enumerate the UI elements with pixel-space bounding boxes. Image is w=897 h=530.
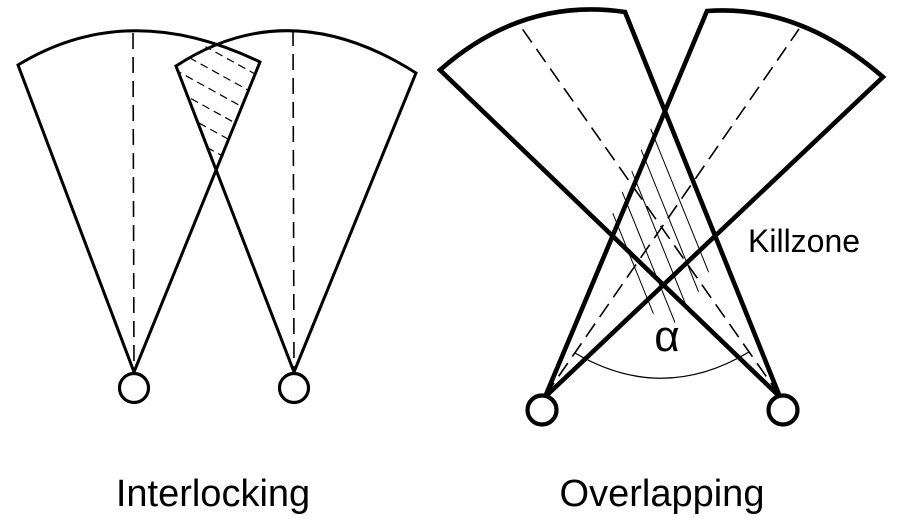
killzone-hatch-line <box>602 97 679 329</box>
killzone-hatch-line <box>618 97 715 329</box>
gun-position-marker <box>277 371 311 405</box>
overlap-hatch-line <box>174 106 262 161</box>
gun-position-marker <box>525 393 559 427</box>
interlocking-title: Interlocking <box>116 473 310 515</box>
overlap-hatch-line <box>174 66 262 121</box>
angle-alpha-label: α <box>654 312 679 361</box>
right-sector-axis-line <box>292 29 295 372</box>
interlocking-left-sector-outline <box>16 29 262 377</box>
angle-alpha-arc <box>574 351 750 379</box>
overlapping-panel: Killzone α Overlapping <box>436 7 887 515</box>
leftfan-axis-line <box>520 26 781 397</box>
overlap-hatch-line <box>174 43 262 81</box>
overlapping-leftfan-sector-outline <box>436 7 787 407</box>
left-sector-axis-line <box>132 32 135 372</box>
rightfan-axis-line <box>544 28 800 397</box>
overlap-hatch-line <box>174 86 262 141</box>
overlapping-title: Overlapping <box>560 473 765 515</box>
interlocking-right-sector-outline <box>174 29 418 377</box>
gun-position-marker <box>117 371 151 405</box>
interlocking-panel: Interlocking <box>16 29 418 515</box>
gun-position-marker <box>766 393 800 427</box>
killzone-label: Killzone <box>748 223 860 259</box>
killzone-hatch-line <box>602 97 661 329</box>
overlapping-rightfan-sector-outline <box>538 8 887 407</box>
overlap-hatch-line <box>174 46 262 101</box>
